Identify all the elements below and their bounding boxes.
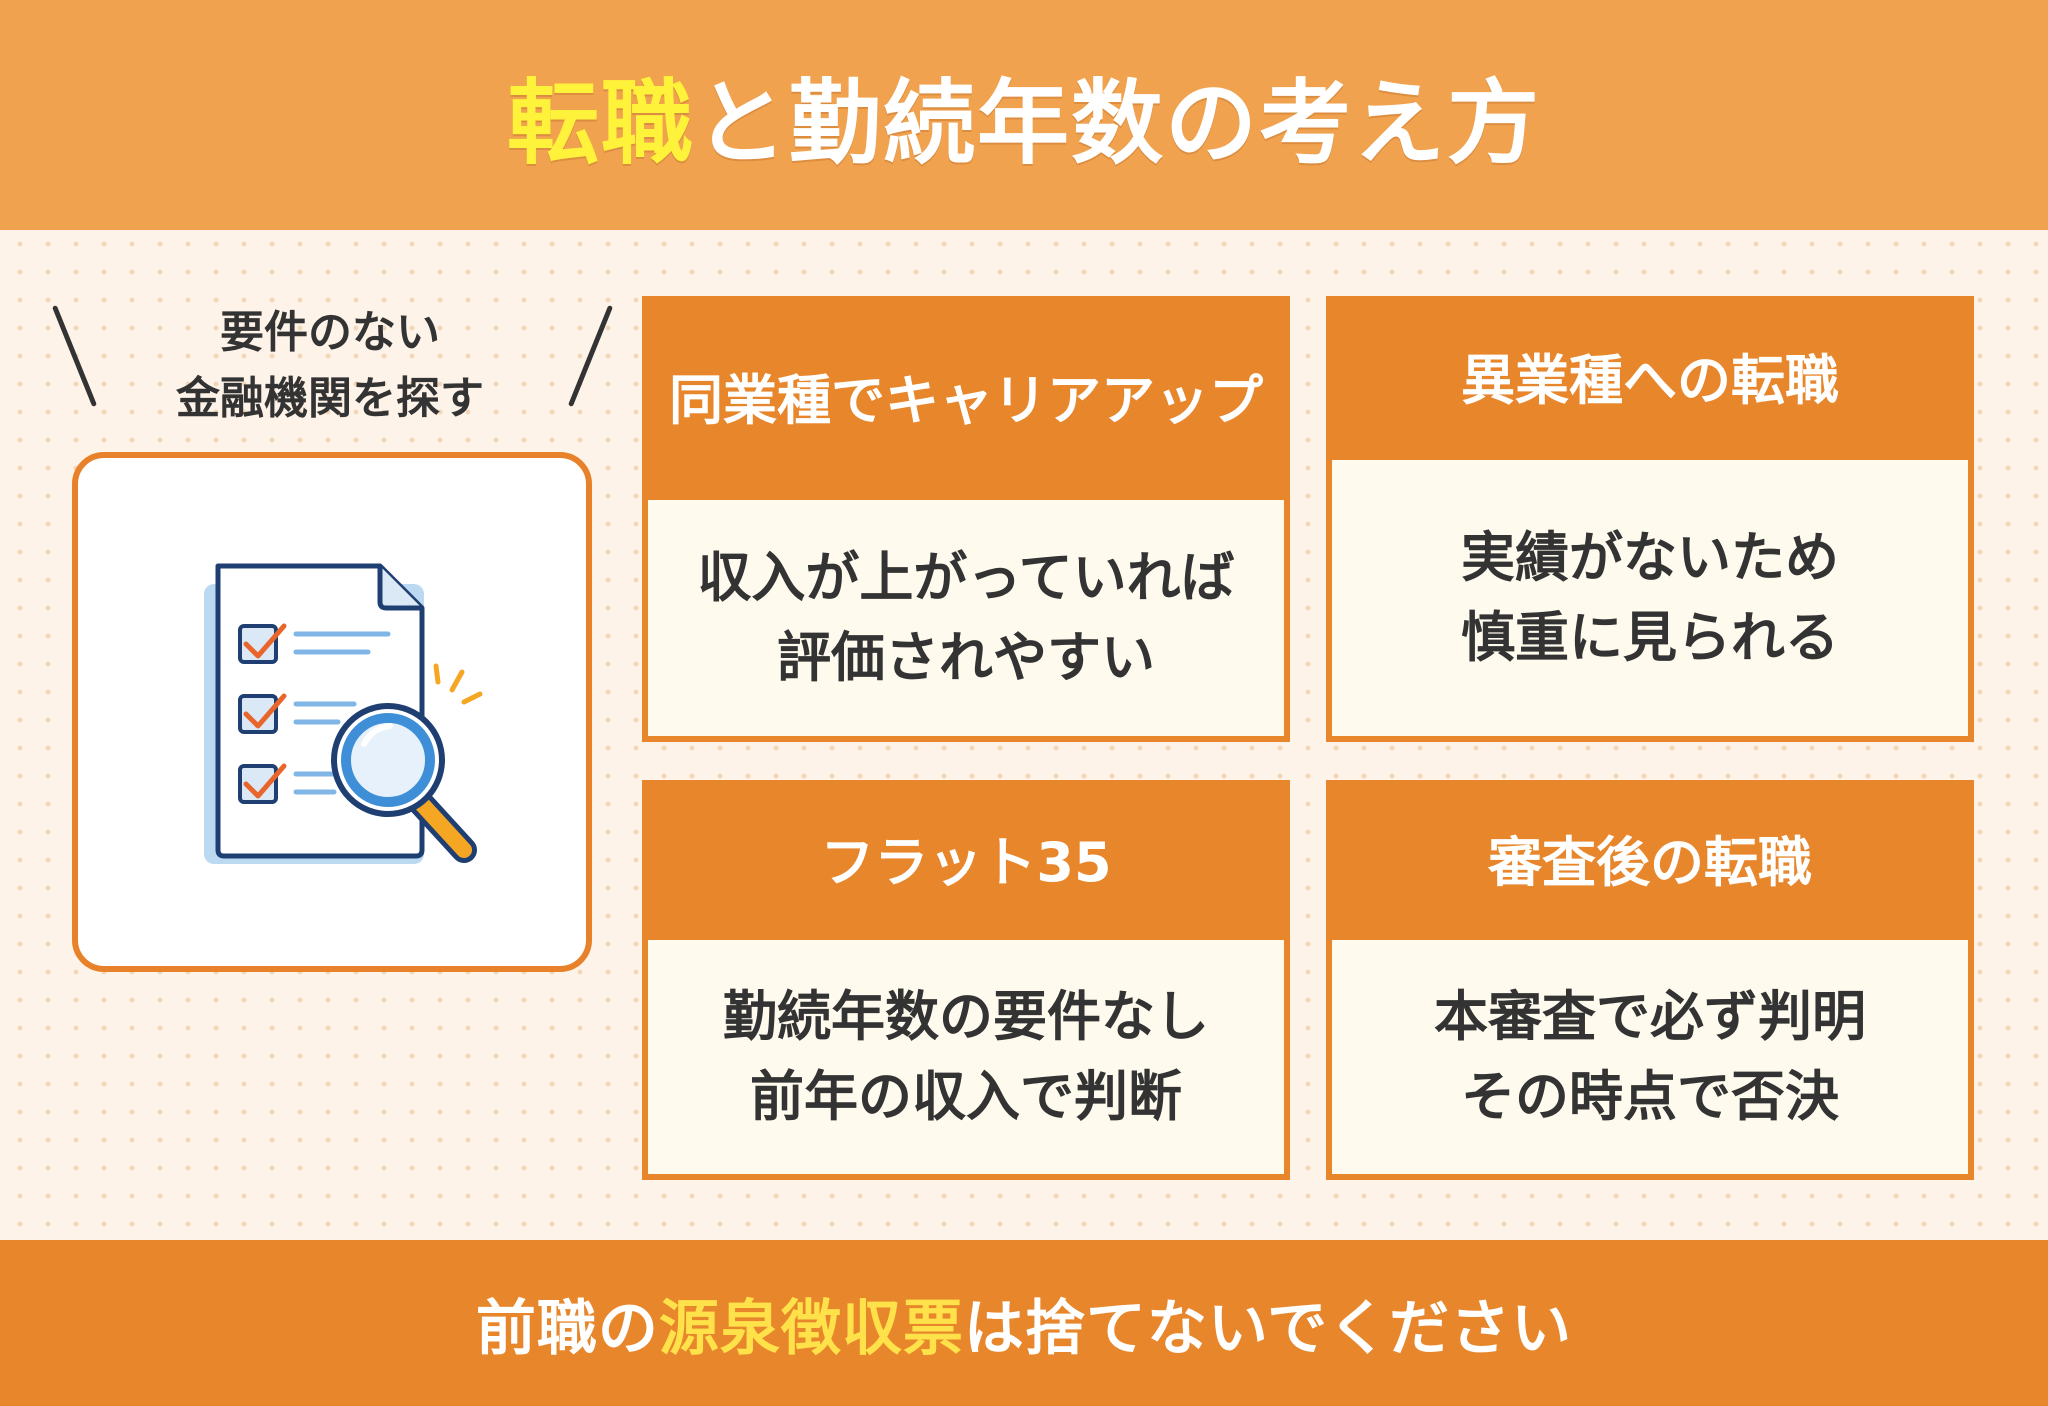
card-body: 収入が上がっていれば 評価されやすい	[648, 500, 1284, 736]
card-title-text: 異業種への転職	[1461, 349, 1839, 412]
document-fold	[377, 566, 422, 611]
card-title: 審査後の転職	[1332, 786, 1968, 940]
page-title-rest: と勤続年数の考え方	[695, 69, 1542, 177]
footer-banner: 前職の源泉徴収票は捨てないでください	[0, 1240, 2048, 1406]
card-body-text: 実績がないため 慎重に見られる	[1461, 526, 1839, 669]
card-title-text: フラット35	[820, 831, 1112, 894]
page-title-highlight: 転職	[506, 69, 695, 177]
card-title-text: 同業種でキャリアアップ	[669, 369, 1263, 432]
card-body-text: 勤続年数の要件なし 前年の収入で判断	[723, 985, 1209, 1128]
page-title: 転職と勤続年数の考え方	[507, 49, 1541, 182]
caption-left-slash	[51, 304, 98, 408]
footer-text-after: は捨てないでください	[963, 1293, 1573, 1364]
checkbox-icon-3	[238, 763, 287, 804]
footer-text-before: 前職の	[475, 1293, 659, 1364]
magnifier-icon	[331, 703, 477, 863]
caption-right-slash	[567, 304, 614, 408]
card-body: 本審査で必ず判明 その時点で否決	[1332, 940, 1968, 1174]
side-caption-line2: 金融機関を探す	[176, 373, 484, 424]
card-body-text: 収入が上がっていれば 評価されやすい	[697, 546, 1235, 689]
checkbox-icon-1	[238, 623, 287, 664]
illustration-box	[72, 452, 592, 972]
side-caption: 要件のない 金融機関を探す	[120, 300, 540, 432]
sparkle-icon	[433, 663, 483, 705]
card-body-text: 本審査で必ず判明 その時点で否決	[1434, 985, 1866, 1128]
card-after-review: 審査後の転職 本審査で必ず判明 その時点で否決	[1326, 780, 1974, 1180]
card-body: 勤続年数の要件なし 前年の収入で判断	[648, 940, 1284, 1174]
footer-text-highlight: 源泉徴収票	[658, 1293, 964, 1364]
card-title: フラット35	[648, 786, 1284, 940]
header-banner: 転職と勤続年数の考え方	[0, 0, 2048, 230]
card-title-text: 審査後の転職	[1488, 831, 1812, 894]
card-body: 実績がないため 慎重に見られる	[1332, 460, 1968, 736]
checklist-magnifier-icon	[204, 563, 483, 864]
footer-message: 前職の源泉徴収票は捨てないでください	[476, 1280, 1572, 1367]
card-title: 異業種への転職	[1332, 302, 1968, 460]
side-caption-line1: 要件のない	[220, 307, 440, 358]
checkbox-icon-2	[238, 693, 287, 734]
card-same-industry: 同業種でキャリアアップ 収入が上がっていれば 評価されやすい	[642, 296, 1290, 742]
card-flat35: フラット35 勤続年数の要件なし 前年の収入で判断	[642, 780, 1290, 1180]
card-different-industry: 異業種への転職 実績がないため 慎重に見られる	[1326, 296, 1974, 742]
card-title: 同業種でキャリアアップ	[648, 302, 1284, 500]
